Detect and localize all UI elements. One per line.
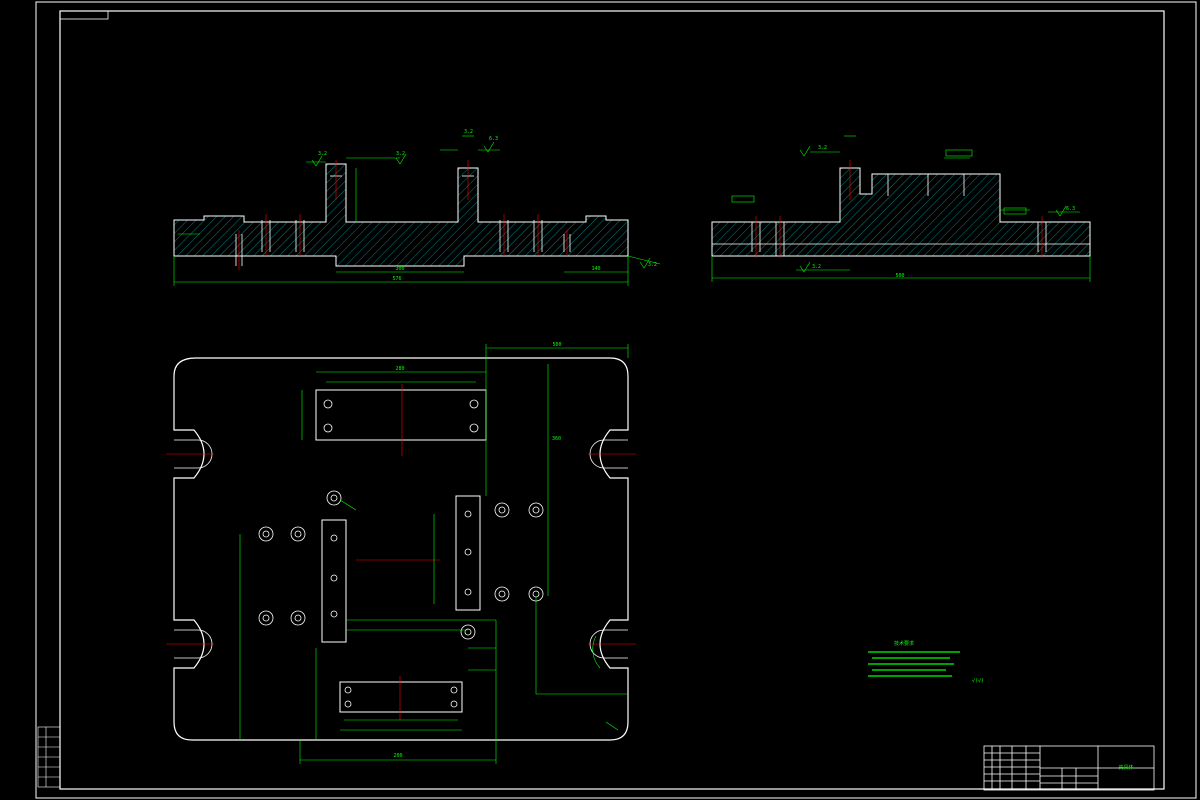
technical-notes: 技术要求 √(√)	[868, 640, 984, 684]
right-plate	[455, 495, 481, 611]
section-view-right: 500 3.2 6.3 3.2	[711, 135, 1091, 282]
top-plate	[315, 389, 487, 441]
section-right-labels: 500 3.2 6.3 3.2	[812, 145, 1075, 279]
bottom-plate	[339, 681, 463, 713]
roughness-callout-3: 6.3	[489, 136, 498, 142]
roughness-callout-5: 3.2	[648, 262, 657, 268]
outer-border	[35, 1, 1197, 799]
dim-overall-right: 500	[895, 273, 904, 279]
section-view-left: 576 300 140 3.2 3.2 6.3 3.2 3.2	[173, 129, 661, 286]
revision-strip	[37, 726, 61, 788]
tech-notes-title: 技术要求	[894, 640, 914, 647]
general-roughness: √(√)	[972, 678, 984, 684]
section-right-body	[711, 167, 1091, 257]
dim-plan-width: 500	[552, 342, 561, 348]
plan-labels: 500 360 280 200	[393, 342, 561, 759]
inner-border	[59, 10, 1165, 790]
center-plate	[321, 519, 347, 643]
roughness-callout-2: 3.2	[396, 151, 405, 157]
roughness-callout-7: 6.3	[1066, 206, 1075, 212]
roughness-callout-8: 3.2	[812, 264, 821, 270]
section-left-body	[173, 163, 629, 267]
dim-overall-left: 576	[392, 276, 401, 282]
section-left-labels: 576 300 140 3.2 3.2 6.3 3.2 3.2	[318, 129, 657, 282]
dim-plan-bottom: 200	[393, 753, 402, 759]
bolt-holes	[258, 399, 544, 708]
dim-right-left: 140	[591, 266, 600, 272]
dim-plan-height: 360	[552, 436, 561, 442]
drawing-name: 夹具体	[1118, 764, 1133, 771]
title-block: 夹具体	[983, 745, 1155, 791]
corner-label-box	[59, 10, 109, 20]
drawing-frame	[35, 1, 1197, 799]
plan-view: 500 360 280 200	[166, 342, 636, 764]
dim-inner-left: 300	[395, 266, 404, 272]
dim-plan-top: 280	[395, 366, 404, 372]
roughness-callout-6: 3.2	[818, 145, 827, 151]
roughness-callout-4: 3.2	[464, 129, 473, 135]
roughness-callout-1: 3.2	[318, 151, 327, 157]
plan-outline	[173, 357, 629, 741]
